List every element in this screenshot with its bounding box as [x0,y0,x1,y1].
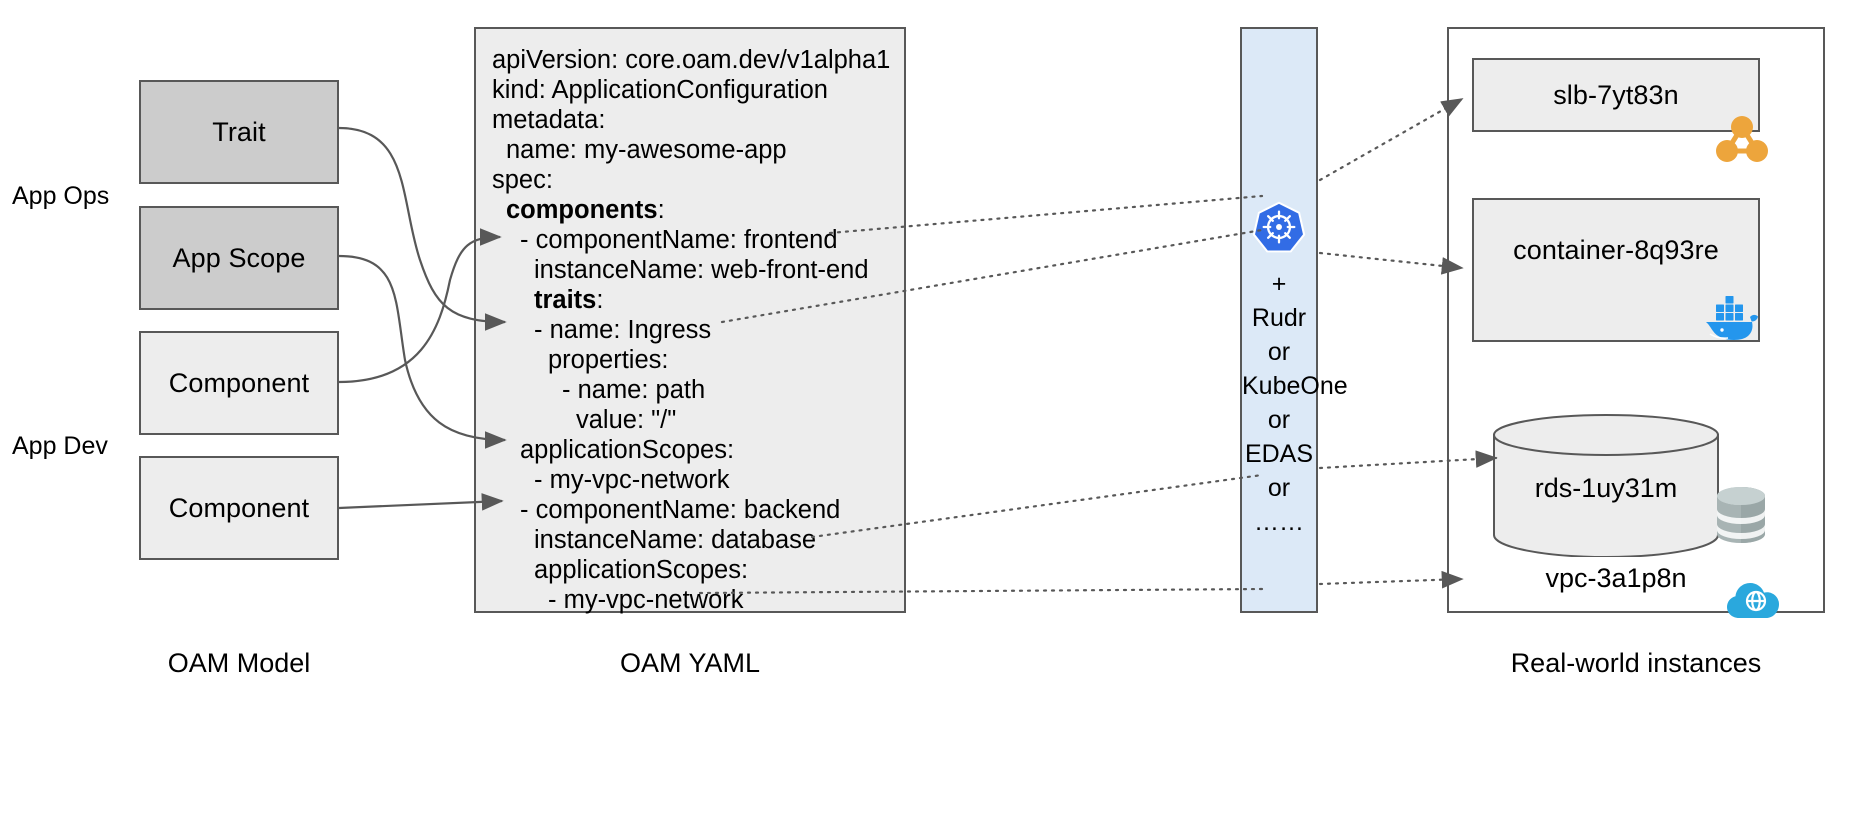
slb-icon [1714,113,1770,170]
caption-real-world-instances: Real-world instances [1510,648,1762,678]
kubernetes-logo [1251,199,1307,260]
instance-box-slb[interactable]: slb-7yt83n [1472,58,1760,132]
yaml-line: value: "/" [576,406,677,434]
vpc-cloud-icon [1725,572,1787,629]
yaml-line: instanceName: database [534,526,817,554]
yaml-line: - my-vpc-network [548,586,744,614]
instance-box-container[interactable]: container-8q93re [1472,198,1760,342]
yaml-line: - name: Ingress [534,316,712,344]
oam-box-trait-label: Trait [212,116,266,147]
yaml-line: - componentName: backend [520,496,841,524]
yaml-line: spec: [492,166,553,194]
role-label-app-dev: App Dev [12,432,108,460]
instance-label-rds: rds-1uy31m [1534,473,1678,503]
yaml-line: kind: ApplicationConfiguration [492,76,828,104]
platform-line: or [1267,338,1291,366]
yaml-line: traits: [534,286,604,314]
yaml-line: applicationScopes: [534,556,749,584]
platform-line: …… [1254,508,1304,536]
caption-oam-model: OAM Model [167,648,311,678]
database-icon [1710,483,1772,556]
yaml-line: applicationScopes: [520,436,735,464]
yaml-line: metadata: [492,106,606,134]
yaml-line: name: my-awesome-app [506,136,787,164]
yaml-line: apiVersion: core.oam.dev/v1alpha1 [492,46,891,74]
oam-box-component-1-label: Component [168,367,310,398]
instance-label-vpc: vpc-3a1p8n [1545,563,1687,593]
oam-box-app-scope-label: App Scope [172,242,306,273]
platform-line: KubeOne [1242,372,1348,400]
yaml-line: components: [506,196,665,224]
yaml-line: instanceName: web-front-end [534,256,869,284]
instance-shape-rds[interactable] [1492,413,1720,558]
platform-line: or [1267,406,1291,434]
platform-line: EDAS [1244,440,1314,468]
yaml-line: - my-vpc-network [534,466,730,494]
platform-line: or [1267,474,1291,502]
docker-icon [1698,293,1762,350]
oam-box-trait[interactable]: Trait [139,80,339,184]
platform-line: + [1271,270,1287,298]
oam-box-app-scope[interactable]: App Scope [139,206,339,310]
yaml-line: - componentName: frontend [520,226,838,254]
yaml-line: properties: [548,346,669,374]
caption-oam-yaml: OAM YAML [619,648,761,678]
platform-line: Rudr [1251,304,1307,332]
role-label-app-ops: App Ops [12,182,110,210]
instance-label-slb: slb-7yt83n [1553,79,1679,110]
instance-label-container: container-8q93re [1513,234,1719,265]
oam-box-component-2-label: Component [168,492,310,523]
yaml-line: - name: path [562,376,706,404]
oam-box-component-2[interactable]: Component [139,456,339,560]
oam-box-component-1[interactable]: Component [139,331,339,435]
